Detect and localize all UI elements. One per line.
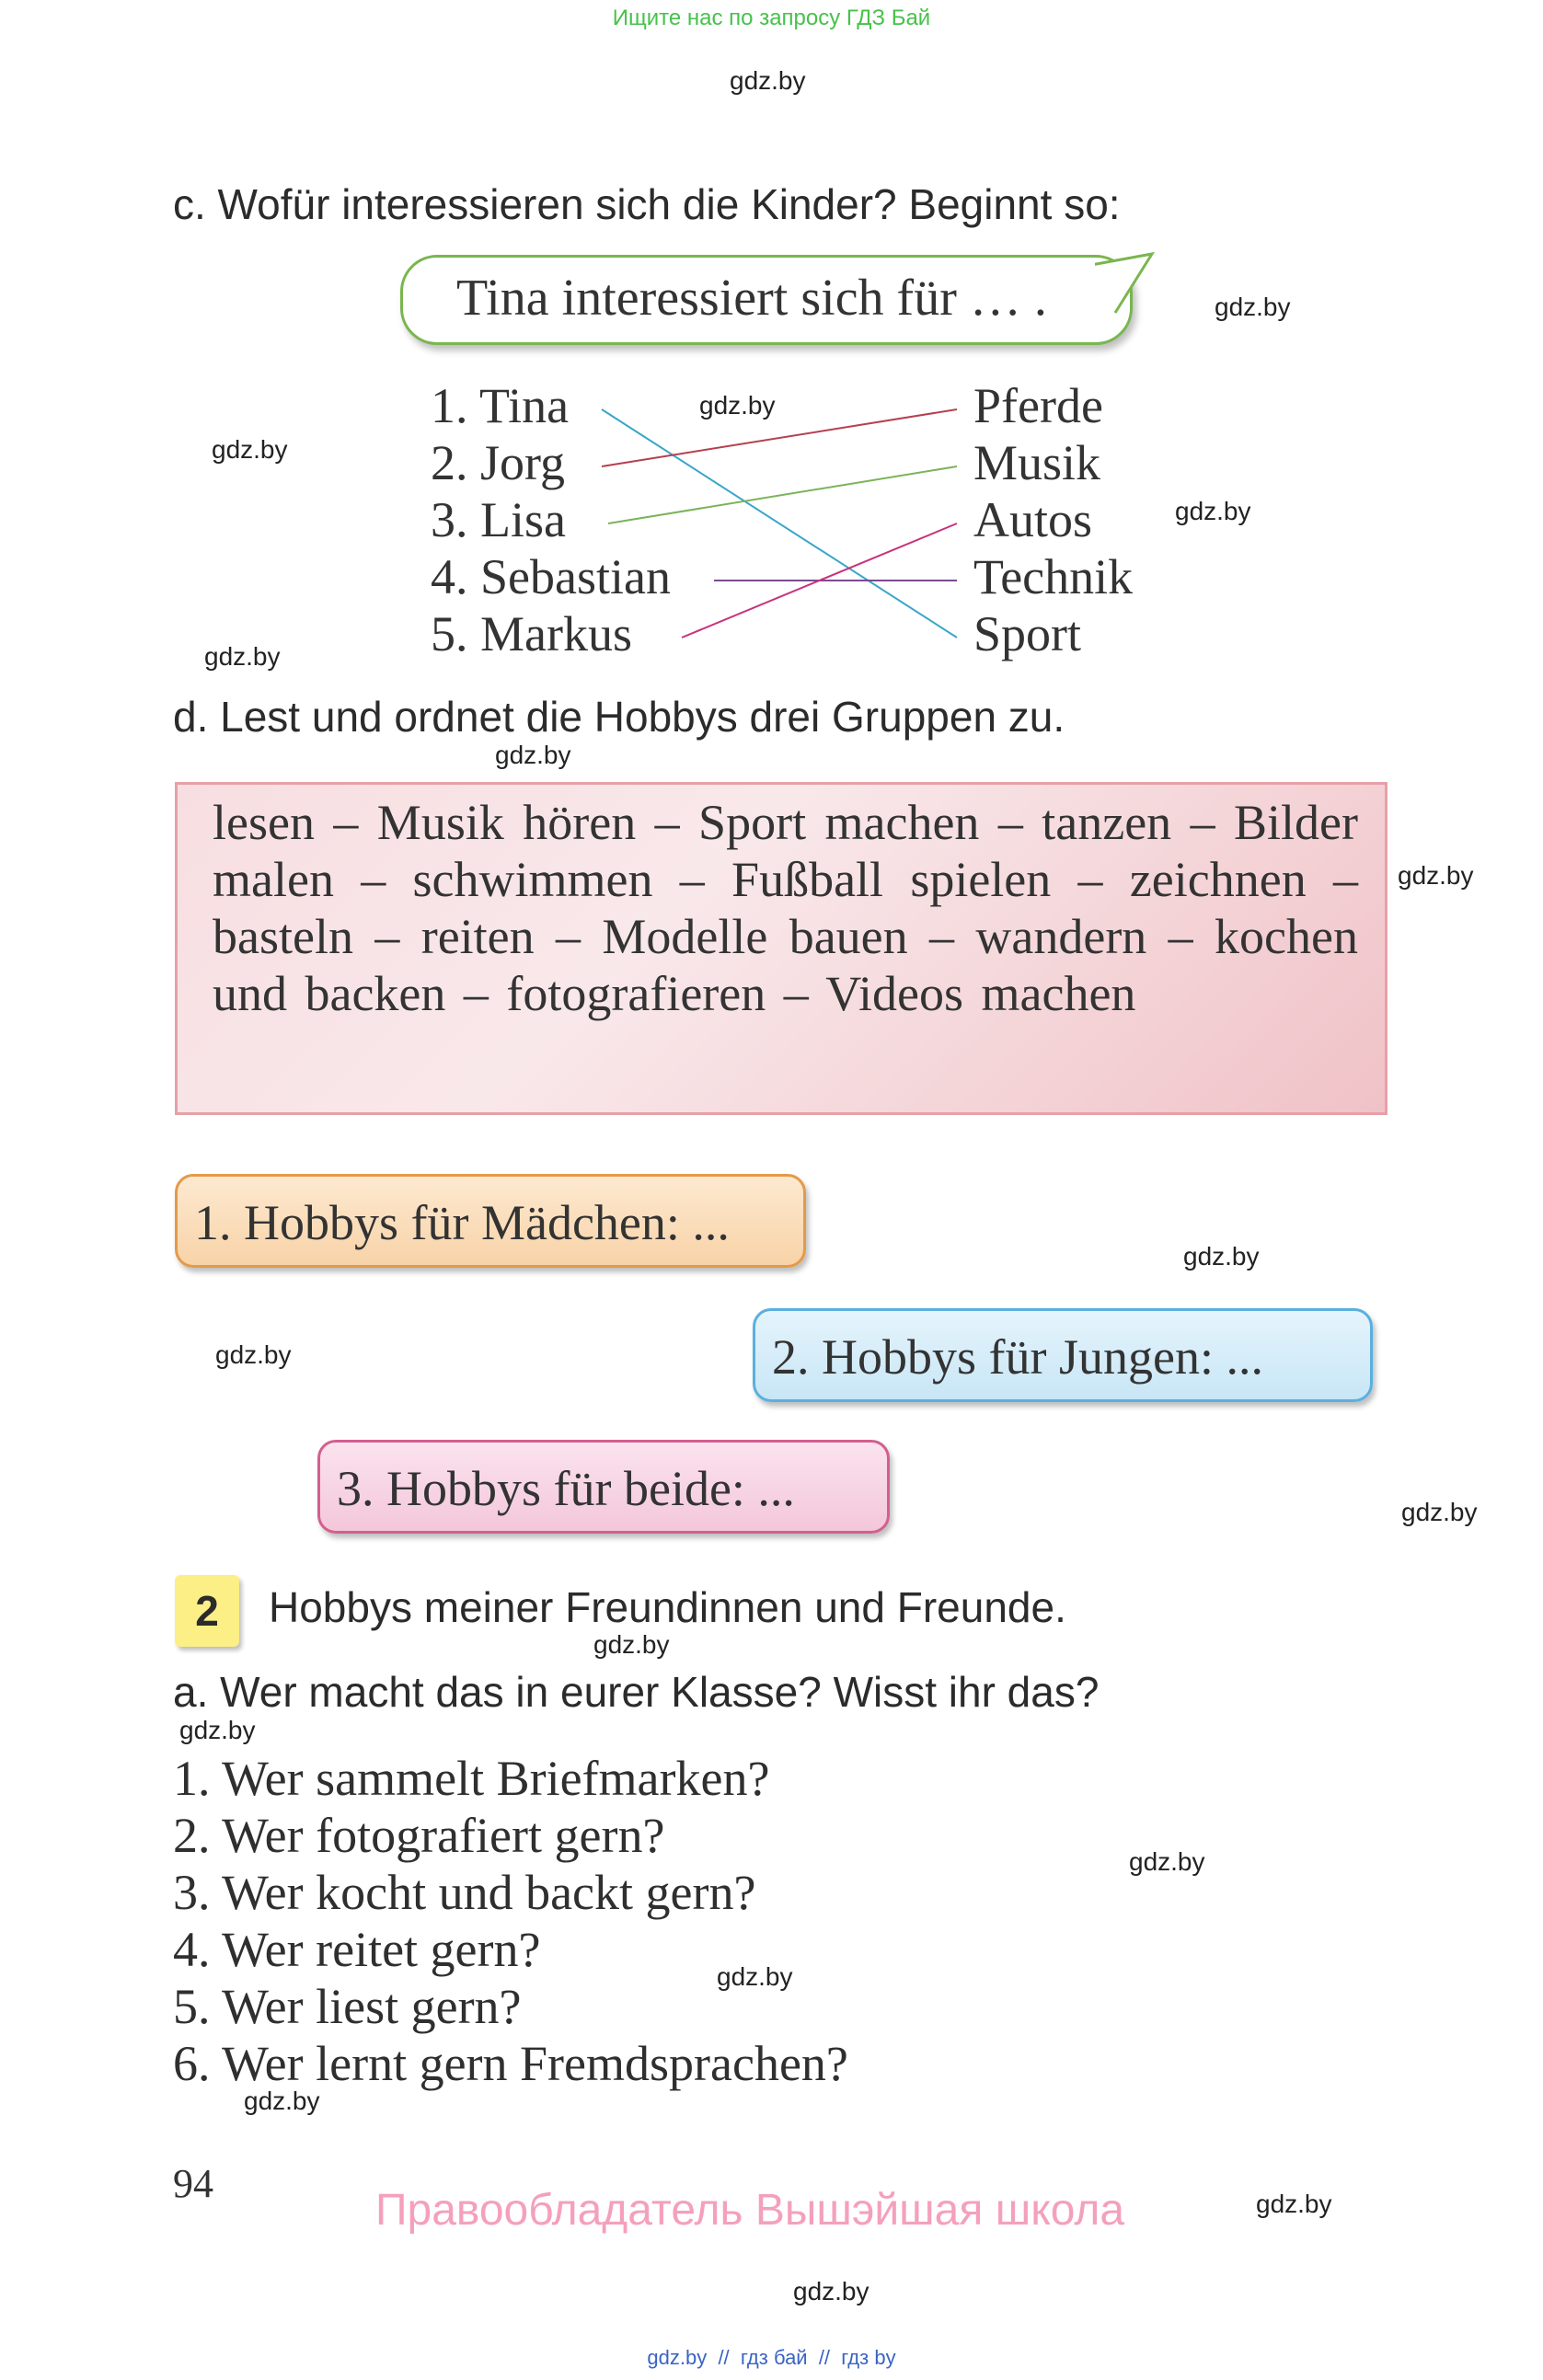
watermark: gdz.by [1398,861,1474,890]
question-list: 1. Wer sammelt Briefmarken? 2. Wer fotog… [173,1750,848,2092]
watermark: gdz.by [1129,1847,1205,1876]
watermark: gdz.by [244,2087,320,2115]
match-topic-musik: Musik [973,435,1101,490]
top-banner[interactable]: Ищите нас по запросу ГДЗ Бай [612,6,931,30]
hobbies-box: lesen – Musik hören – Sport machen – tan… [175,782,1388,1115]
watermark: gdz.by [1256,2190,1332,2218]
matching-line-1 [601,408,958,638]
page-number: 94 [173,2161,213,2206]
copyright-notice: Правообладатель Вышэйшая школа [375,2186,1125,2235]
list-item: 5. Wer liest gern? [173,1979,522,2034]
watermark: gdz.by [1215,293,1291,321]
group-girls: 1. Hobbys für Mädchen: ... [175,1174,806,1268]
matching-line-3 [607,466,958,524]
match-topic-technik: Technik [973,549,1134,604]
watermark: gdz.by [215,1340,292,1369]
match-name-tina: 1. Tina [431,378,570,433]
watermark: gdz.by [179,1716,256,1744]
watermark: gdz.by [495,741,571,769]
group-boys: 2. Hobbys für Jungen: ... [753,1308,1373,1402]
match-topic-autos: Autos [973,492,1093,547]
watermark: gdz.by [204,642,281,671]
watermark: gdz.by [212,435,288,464]
speech-bubble: Tina interessiert sich für … . [400,255,1133,345]
match-name-markus: 5. Markus [431,606,632,661]
group-both: 3. Hobbys für beide: ... [317,1440,890,1534]
speech-bubble-tail [1088,251,1156,314]
section-d-heading: d. Lest und ordnet die Hobbys drei Grupp… [173,693,1065,741]
watermark: gdz.by [699,391,776,420]
watermark: gdz.by [1183,1242,1260,1270]
list-item: 3. Wer kocht und backt gern? [173,1865,756,1920]
watermark: gdz.by [1401,1498,1478,1526]
section-c-heading: c. Wofür interessieren sich die Kinder? … [173,180,1121,228]
watermark: gdz.by [593,1630,670,1659]
watermark: gdz.by [730,66,806,95]
match-name-sebastian: 4. Sebastian [431,549,671,604]
match-name-lisa: 3. Lisa [431,492,566,547]
match-topic-pferde: Pferde [973,378,1103,433]
watermark: gdz.by [1175,497,1251,525]
exercise-2-title: Hobbys meiner Freundinnen und Freunde. [269,1583,1066,1631]
watermark: gdz.by [717,1962,793,1991]
footer-links[interactable]: gdz.by // гдз бай // гдз by [647,2346,896,2369]
matching-lines [601,408,958,638]
match-name-jorg: 2. Jorg [431,435,566,490]
list-item: 2. Wer fotografiert gern? [173,1808,665,1863]
matching-line-5 [681,523,958,638]
list-item: 6. Wer lernt gern Fremdsprachen? [173,2036,848,2091]
hobbies-text: lesen – Musik hören – Sport machen – tan… [213,795,1358,1021]
speech-bubble-text: Tina interessiert sich für … . [456,270,1047,327]
list-item: 1. Wer sammelt Briefmarken? [173,1751,770,1806]
match-topic-sport: Sport [973,606,1082,661]
matching-line-2 [601,408,958,467]
watermark: gdz.by [793,2277,869,2305]
exercise-2a-heading: a. Wer macht das in eurer Klasse? Wisst … [173,1668,1100,1716]
exercise-number: 2 [175,1575,239,1647]
list-item: 4. Wer reitet gern? [173,1922,541,1977]
